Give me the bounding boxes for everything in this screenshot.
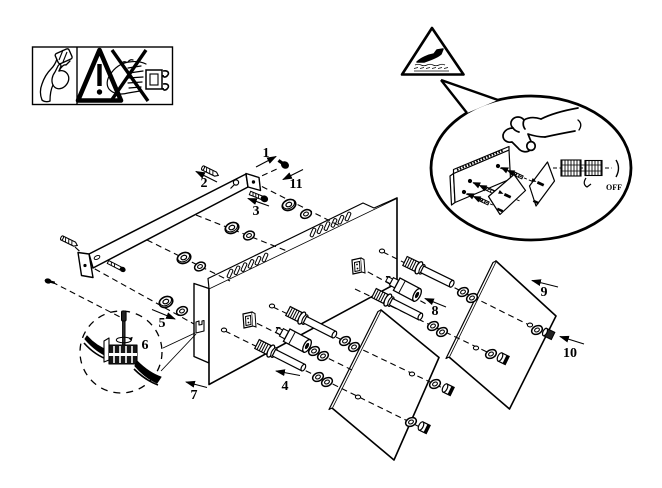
svg-text:7: 7: [191, 388, 198, 403]
svg-text:4: 4: [282, 379, 289, 394]
svg-text:2: 2: [201, 176, 208, 191]
svg-text:10: 10: [563, 346, 577, 361]
svg-text:1: 1: [263, 146, 270, 161]
svg-text:8: 8: [432, 304, 439, 319]
svg-text:OFF: OFF: [606, 183, 622, 192]
svg-text:6: 6: [142, 338, 149, 353]
svg-text:3: 3: [253, 204, 260, 219]
svg-text:11: 11: [289, 177, 302, 192]
svg-text:9: 9: [541, 285, 548, 300]
svg-text:5: 5: [159, 316, 166, 331]
